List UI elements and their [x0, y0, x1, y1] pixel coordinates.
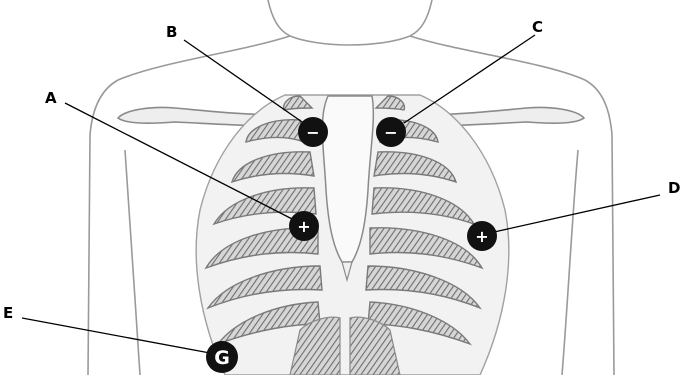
- leader-line-d: [494, 195, 660, 232]
- electrode-c-symbol: −: [384, 123, 397, 142]
- label-d: D: [668, 179, 680, 197]
- electrode-d-symbol: +: [475, 227, 488, 246]
- right-armpit-line: [562, 150, 578, 375]
- label-c: C: [532, 18, 543, 36]
- neck-collar: [290, 36, 410, 45]
- electrode-b-symbol: −: [306, 123, 319, 142]
- electrode-a: +: [289, 211, 319, 241]
- label-a: A: [45, 89, 57, 107]
- leader-line-e: [22, 318, 210, 353]
- electrode-d: +: [467, 221, 497, 251]
- electrode-b: −: [298, 117, 328, 147]
- electrode-e: G: [206, 341, 238, 373]
- electrode-c: −: [376, 117, 406, 147]
- label-b: B: [166, 23, 177, 41]
- label-e: E: [3, 304, 13, 322]
- left-armpit-line: [125, 150, 140, 375]
- electrode-e-symbol: G: [214, 347, 230, 369]
- electrode-a-symbol: +: [297, 217, 310, 236]
- neck-outline: [268, 0, 432, 36]
